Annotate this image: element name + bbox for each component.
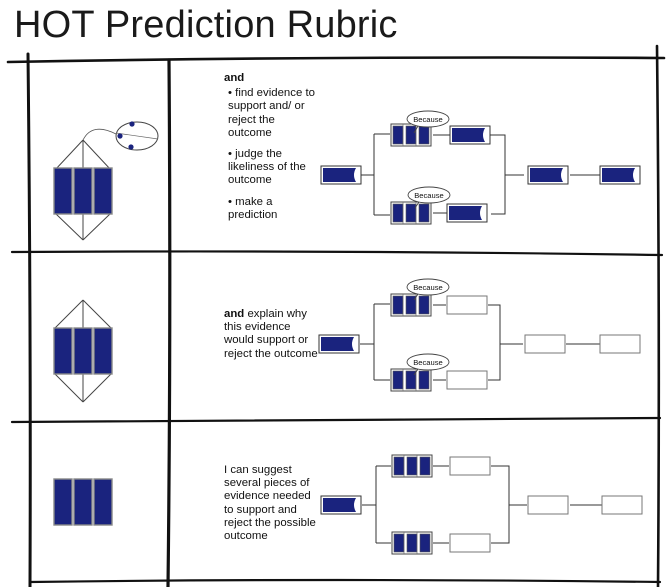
rubric-frame — [6, 44, 666, 587]
level-3-text: I can suggest several pieces of evidence… — [224, 464, 320, 543]
level-3-flow — [362, 465, 602, 544]
level-2-flow — [360, 303, 600, 381]
outcome-card — [320, 495, 362, 515]
level-2-icon — [53, 299, 113, 403]
outcome-card — [320, 165, 362, 185]
because-label: Because — [413, 115, 443, 124]
prediction-card — [599, 165, 641, 185]
because-label: Because — [413, 358, 443, 367]
evidence-cluster — [390, 201, 432, 225]
reason-card-empty — [446, 295, 488, 315]
level-3-icon — [53, 478, 113, 526]
level-1-icon — [53, 121, 159, 241]
level-1-flow — [361, 133, 600, 216]
prediction-card-empty — [601, 495, 643, 515]
evidence-cluster — [391, 531, 433, 555]
because-bubble: Because — [407, 186, 451, 209]
evidence-cluster — [390, 293, 432, 317]
reason-card-empty — [446, 370, 488, 390]
level-1-bullet: • make a prediction — [228, 195, 278, 221]
level-1-bullet: • find evidence to support and/ or rejec… — [228, 87, 315, 139]
evidence-cluster — [391, 454, 433, 478]
reason-card — [449, 125, 491, 145]
level-1-bullet: • judge the likeliness of the outcome — [228, 148, 306, 187]
level-1-lead: and — [224, 72, 245, 84]
reason-card-empty — [449, 456, 491, 476]
because-bubble: Because — [406, 353, 450, 376]
because-bubble: Because — [406, 278, 450, 301]
because-bubble: Because — [406, 110, 450, 134]
because-label: Because — [413, 283, 443, 292]
because-label: Because — [414, 191, 444, 200]
level-3-body: I can suggest several pieces of evidence… — [224, 464, 316, 543]
page-title: HOT Prediction Rubric — [14, 4, 398, 46]
reason-card — [446, 203, 488, 223]
judgement-card-empty — [527, 495, 569, 515]
level-2-lead: and — [224, 308, 245, 320]
level-2-body: explain why this evidence would support … — [224, 308, 318, 360]
level-1-text: and • find evidence to support and/ or r… — [224, 72, 316, 222]
level-2-text: and explain why this evidence would supp… — [224, 308, 320, 361]
reason-card-empty — [449, 533, 491, 553]
evidence-cluster — [390, 368, 432, 392]
judgement-card-empty — [524, 334, 566, 354]
outcome-card — [318, 334, 360, 354]
prediction-card-empty — [599, 334, 641, 354]
judgement-card — [527, 165, 569, 185]
